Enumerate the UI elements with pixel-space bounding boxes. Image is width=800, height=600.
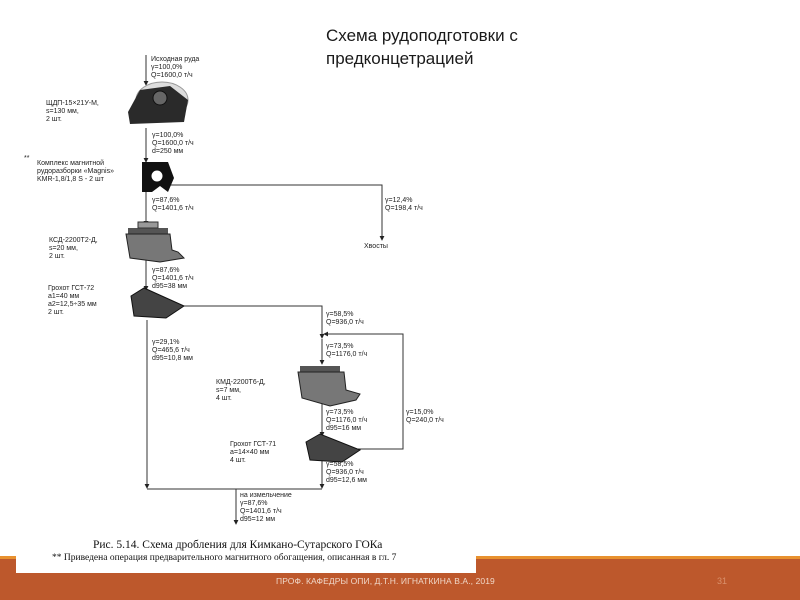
label-line: γ=73,5% xyxy=(326,409,353,416)
label-line: γ=87,6% xyxy=(240,500,267,507)
label-line: Исходная руда xyxy=(151,56,199,63)
label-jaw-crusher: ЩДП-15×21У-М,s=130 мм,2 шт. xyxy=(46,100,99,123)
label-line: 2 шт. xyxy=(49,253,65,260)
label-line: d95=12,6 мм xyxy=(326,477,367,484)
slide-title-line1: Схема рудоподготовки с xyxy=(326,26,518,45)
label-cone-crusher-1: КСД-2200Т2-Д,s=20 мм,2 шт. xyxy=(49,237,98,260)
label-line: γ=58,5% xyxy=(326,311,353,318)
label-line: Q=936,0 т/ч xyxy=(326,319,364,326)
label-line: KMR-1,8/1,8 S - 2 шт xyxy=(37,176,105,183)
label-line: s=7 мм, xyxy=(216,387,241,394)
figure-note: ** Приведена операция предварительного м… xyxy=(52,553,397,563)
label-line: d=250 мм xyxy=(152,148,183,155)
label-line: ЩДП-15×21У-М, xyxy=(46,100,99,107)
label-line: Грохот ГСТ-72 xyxy=(48,285,94,292)
label-line: Q=1176,0 т/ч xyxy=(326,417,368,424)
screen-2-icon xyxy=(305,433,362,463)
label-line: a=14×40 мм xyxy=(230,449,269,456)
tails-line xyxy=(168,184,385,241)
label-after-magnetic: γ=87,6%Q=1401,6 т/ч xyxy=(152,197,194,212)
label-line: γ=15,0% xyxy=(406,409,433,416)
label-line: 2 шт. xyxy=(48,309,64,316)
label-line: Q=1401,6 т/ч xyxy=(152,205,194,212)
label-line: 4 шт. xyxy=(216,395,232,402)
label-line: d95=10,8 мм xyxy=(152,355,193,362)
label-tails-stream: γ=12,4%Q=198,4 т/ч xyxy=(385,197,423,212)
label-line: Q=1600,0 т/ч xyxy=(151,72,193,79)
label-recycle: γ=15,0%Q=240,0 т/ч xyxy=(406,409,444,424)
label-line: Q=465,6 т/ч xyxy=(152,347,190,354)
label-line: a2=12,5÷35 мм xyxy=(48,301,97,308)
label-line: Q=1401,6 т/ч xyxy=(152,275,194,282)
label-line: на измельчение xyxy=(240,492,292,499)
slide-title: Схема рудоподготовки с предконцетрацией xyxy=(326,24,518,70)
label-line: Q=1176,0 т/ч xyxy=(326,351,368,358)
label-line: γ=87,6% xyxy=(152,197,179,204)
jaw-crusher-icon xyxy=(128,81,189,124)
label-line: γ=58,5% xyxy=(326,461,353,468)
label-line: рудоразборки «Magnis» xyxy=(37,167,114,175)
label-line: γ=29,1% xyxy=(152,339,179,346)
label-line: Q=240,0 т/ч xyxy=(406,417,444,424)
label-line: γ=73,5% xyxy=(326,343,353,350)
slide-title-line2: предконцетрацией xyxy=(326,49,474,68)
label-line: d95=16 мм xyxy=(326,425,361,432)
cone-crusher-1-icon xyxy=(125,221,186,263)
label-cone-crusher-2: КМД-2200Т6-Д,s=7 мм,4 шт. xyxy=(216,379,266,402)
label-line: s=130 мм, xyxy=(46,108,79,115)
cone-crusher-2-icon xyxy=(297,366,361,407)
label-line: Q=936,0 т/ч xyxy=(326,469,364,476)
magnetic-separator-icon xyxy=(142,162,174,192)
label-line: γ=12,4% xyxy=(385,197,412,204)
recycle-line xyxy=(323,331,404,450)
label-line: Q=198,4 т/ч xyxy=(385,205,423,212)
label-tails-label: Хвосты xyxy=(364,243,388,250)
label-line: γ=87,6% xyxy=(152,267,179,274)
label-line: γ=100,0% xyxy=(151,64,182,71)
label-line: d95=12 мм xyxy=(240,516,275,523)
label-to-cone-2: γ=73,5%Q=1176,0 т/ч xyxy=(326,343,368,358)
screen-1-icon xyxy=(130,287,186,319)
figure-caption: Рис. 5.14. Схема дробления для Кимкано-С… xyxy=(93,539,383,551)
footer-author: ПРОФ. КАФЕДРЫ ОПИ, Д.Т.Н. ИГНАТКИНА В.А.… xyxy=(276,576,495,586)
label-line: Q=1600,0 т/ч xyxy=(152,140,194,147)
label-line: a1=40 мм xyxy=(48,293,79,300)
label-line: Q=1401,6 т/ч xyxy=(240,508,282,515)
label-line: γ=100,0% xyxy=(152,132,183,139)
figure-panel xyxy=(16,0,476,573)
label-line: Грохот ГСТ-71 xyxy=(230,441,276,448)
label-line: Комплекс магнитной xyxy=(37,159,104,167)
label-line: Хвосты xyxy=(364,243,388,250)
screen1-oversize-line xyxy=(183,305,325,339)
label-line: d95=38 мм xyxy=(152,283,187,290)
label-line: s=20 мм, xyxy=(49,245,78,252)
label-line: 2 шт. xyxy=(46,116,62,123)
label-screen-1-oversize: γ=58,5%Q=936,0 т/ч xyxy=(326,311,364,326)
label-line: КМД-2200Т6-Д, xyxy=(216,379,266,386)
note-marker: ** xyxy=(24,155,30,162)
label-line: КСД-2200Т2-Д, xyxy=(49,237,98,244)
label-line: 4 шт. xyxy=(230,457,246,464)
page-number: 31 xyxy=(717,576,728,586)
